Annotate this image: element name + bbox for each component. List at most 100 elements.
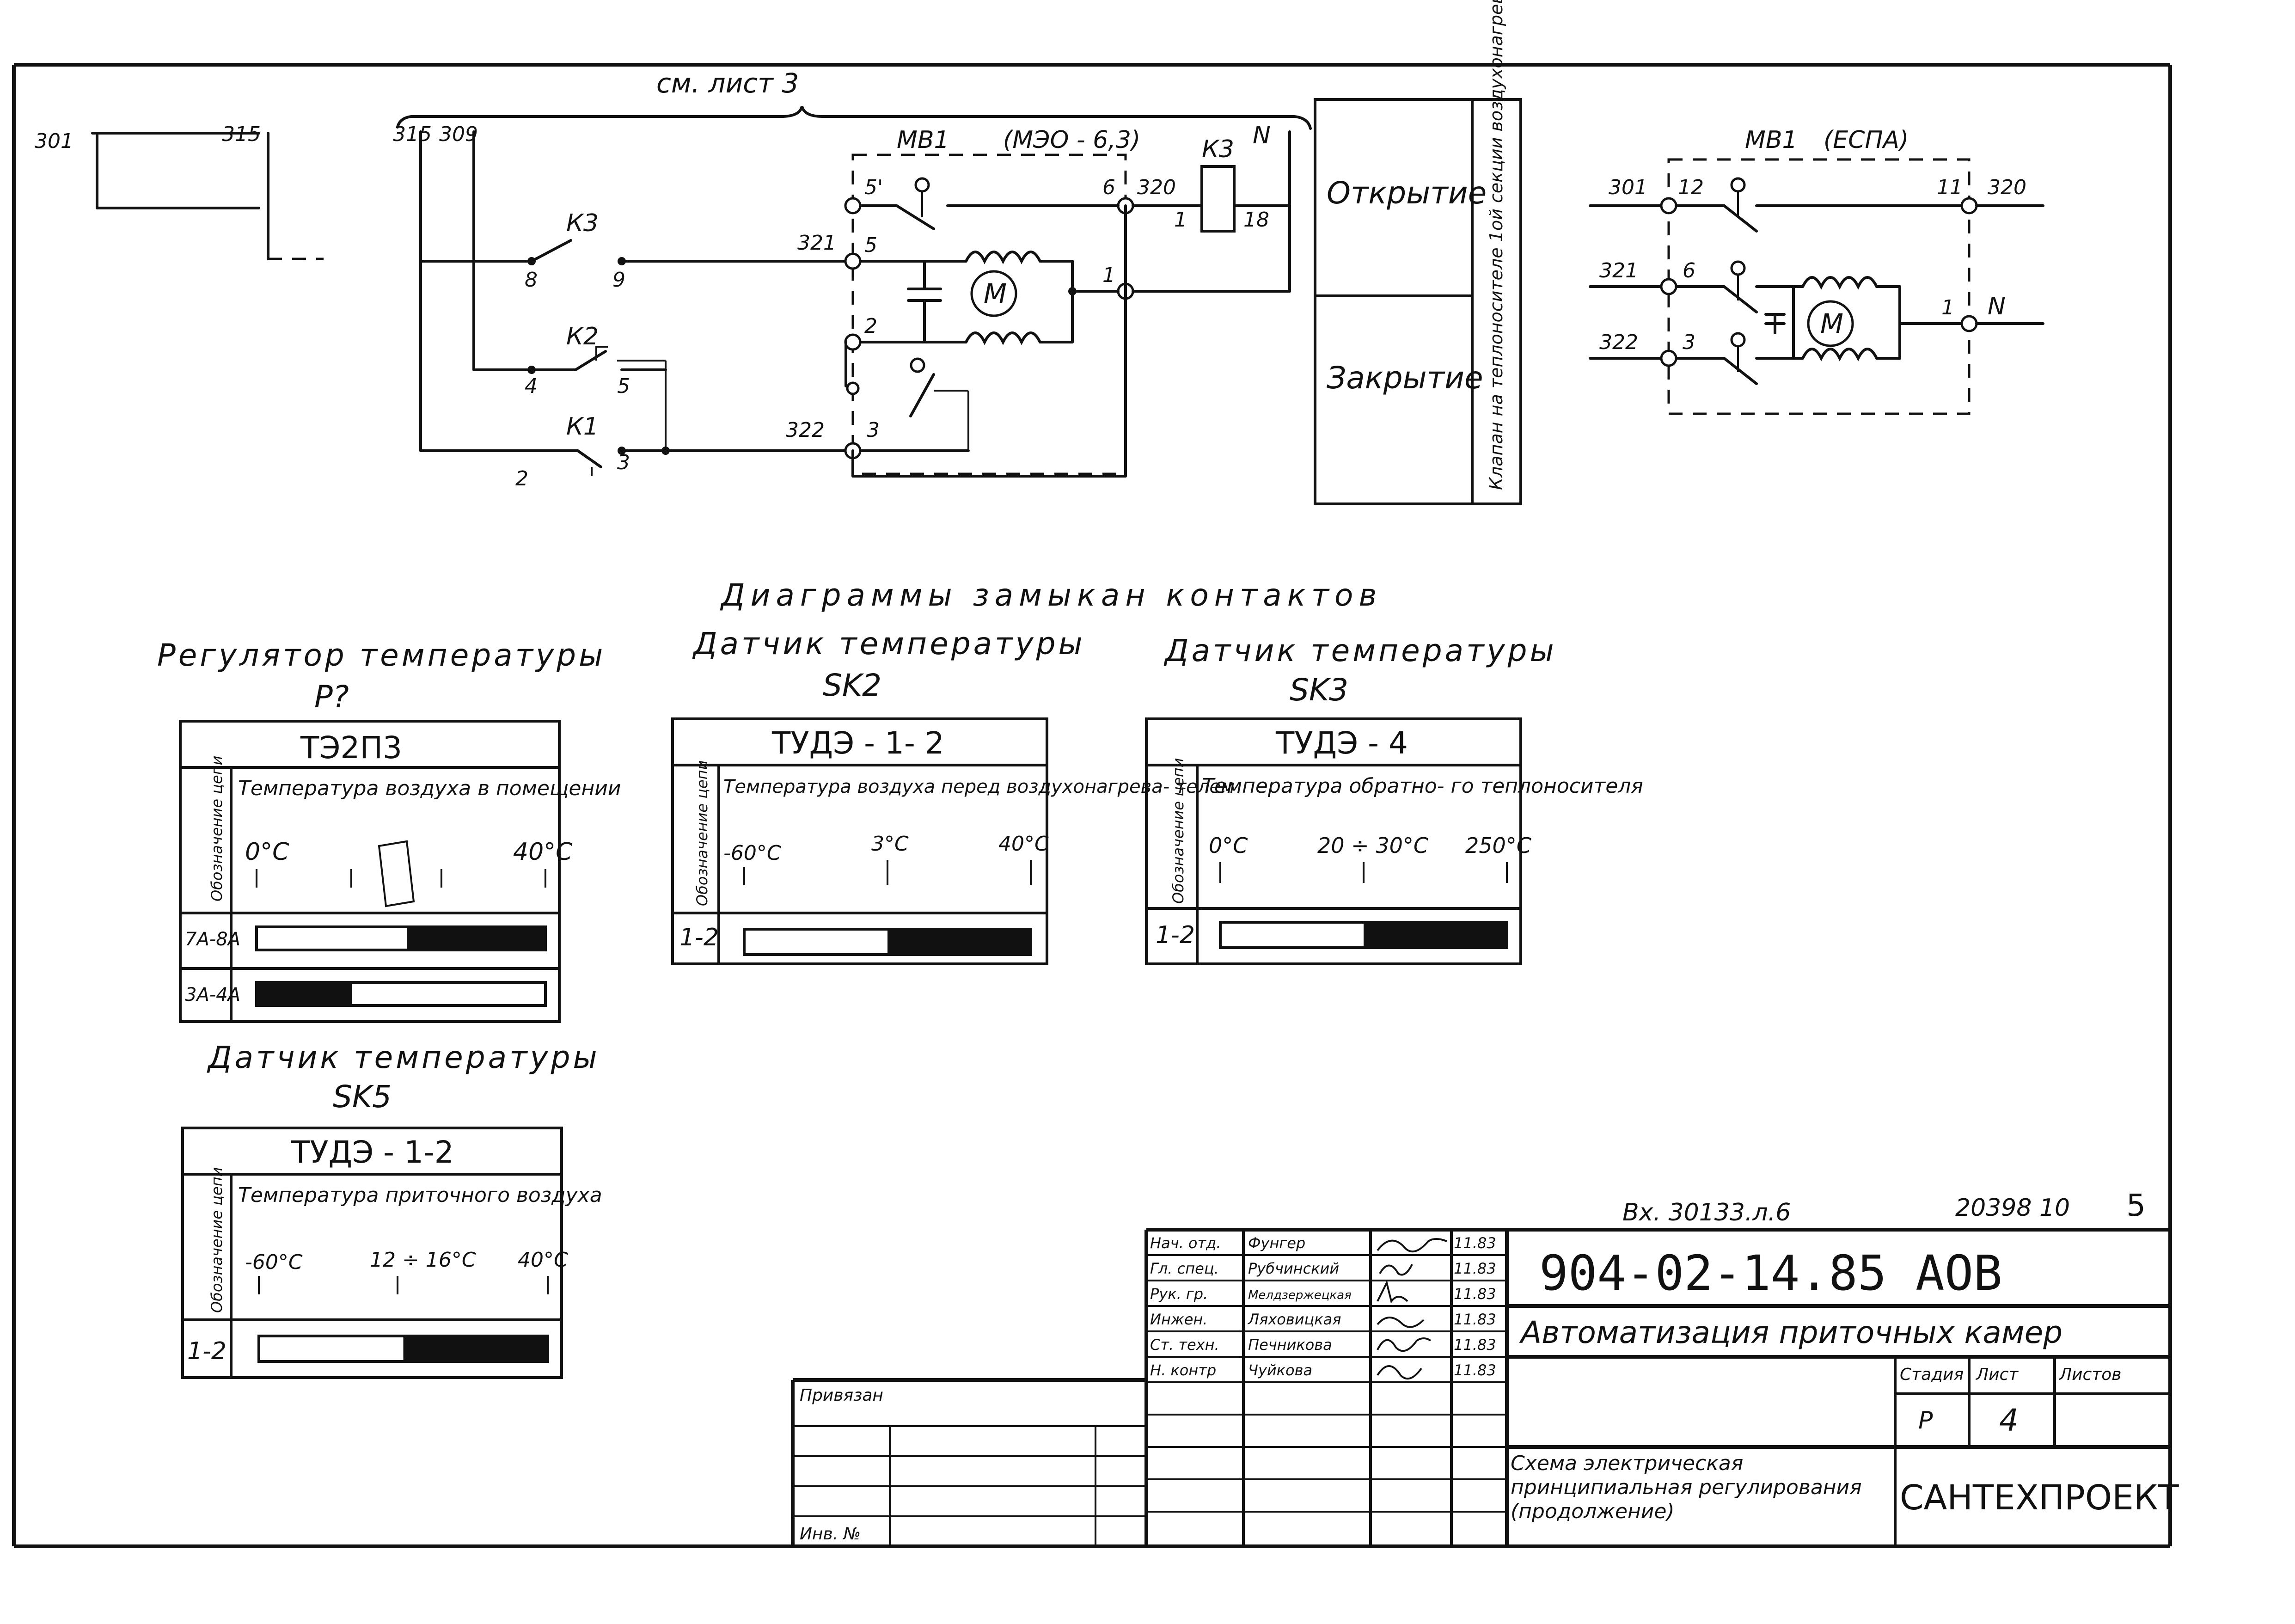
actuator-name-right: МВ1	[1745, 126, 1798, 154]
diagram-1-row-1-label: 7А-8А	[185, 929, 240, 950]
diagram-2-bars	[743, 928, 1032, 956]
diagram-2-scale-min: -60°С	[723, 841, 781, 865]
relay-k2-label: К2	[566, 323, 599, 350]
contact-2: 2	[515, 467, 528, 490]
diagram-4-parameter: Температура приточного воздуха	[238, 1183, 602, 1207]
right-contact-6: 6	[1683, 259, 1695, 282]
contact-diagram-regulator: Регулятор температуры Р? ТЭ2П3 Температу…	[157, 637, 621, 1023]
sig-role-4: Инжен.	[1150, 1311, 1207, 1328]
coil-terminal-1: 1	[1174, 208, 1187, 232]
coil-terminal-18: 18	[1243, 208, 1269, 232]
diagram-2-parameter: Температура воздуха перед воздухонагрева…	[723, 776, 1235, 797]
sheet-reference: см. лист 3	[656, 67, 799, 99]
function-close: Закрытие	[1327, 360, 1483, 396]
diagram-1-device: ТЭ2П3	[300, 730, 402, 766]
sig-name-2: Рубчинский	[1248, 1260, 1339, 1277]
right-contact-1: 1	[1941, 296, 1954, 319]
sheets-label: Листов	[2058, 1365, 2121, 1384]
diagram-1-scale-max: 40°С	[513, 838, 573, 866]
title-block: Вх. 30133.л.6 20398 10 5	[791, 1188, 2179, 1548]
function-open: Открытие	[1327, 175, 1487, 211]
sig-name-5: Печникова	[1248, 1336, 1332, 1354]
diagram-2-scale-max: 40°С	[998, 832, 1049, 856]
diagram-2-scale-mid: 3°С	[871, 832, 909, 856]
inventory-note: Вх. 30133.л.6	[1622, 1199, 1791, 1226]
stage-value: Р	[1918, 1407, 1933, 1434]
motor-left-label: M	[984, 278, 1007, 309]
right-wire-321: 321	[1599, 259, 1638, 282]
diagram-3-scale-mid: 20 ÷ 30°С	[1317, 833, 1428, 858]
diagram-1-subtitle: Р?	[314, 679, 349, 715]
wire-label-309: 309	[439, 123, 478, 146]
document-code: 904-02-14.85 АОВ	[1539, 1245, 2002, 1301]
terminal-2	[844, 333, 862, 351]
motor-left-icon	[970, 270, 1017, 317]
diagram-2-row-1-label: 1-2	[679, 924, 719, 951]
diagram-4-scale-mid: 12 ÷ 16°С	[370, 1248, 476, 1272]
terminal-3-label: 3	[867, 418, 880, 442]
sig-name-3: Мелдзержецкая	[1248, 1288, 1352, 1302]
diagram-3-scale-min: 0°С	[1209, 833, 1248, 858]
diagram-1-title: Регулятор температуры	[157, 637, 606, 673]
contact-3: 3	[617, 451, 630, 474]
sig-role-5: Ст. техн.	[1150, 1336, 1219, 1354]
terminal-6-label: 6	[1102, 176, 1115, 199]
wire-label-315-b: 315	[393, 123, 432, 146]
right-wire-322: 322	[1599, 331, 1638, 354]
contact-diagram-sk3: Датчик температуры SK3 ТУДЭ - 4 Температ…	[1145, 633, 1643, 965]
schematic-left: см. лист 3 301 315 315 309 К3 8 9 321 К2	[35, 67, 1312, 490]
bound-label: Привязан	[800, 1386, 883, 1405]
sig-date-3: 11.83	[1454, 1285, 1496, 1303]
right-contact-3: 3	[1683, 331, 1695, 354]
contact-closed-segment	[403, 1336, 548, 1361]
drawing-title: Схема электрическая принципиальная регул…	[1511, 1452, 1862, 1523]
diagram-3-device: ТУДЭ - 4	[1275, 725, 1408, 761]
diagram-3-title: Датчик температуры	[1163, 633, 1557, 668]
contact-closed-segment	[1364, 922, 1507, 948]
diagram-1-row-2-label: 3А-4А	[185, 984, 240, 1005]
diagram-1-bars	[255, 925, 547, 1007]
diagram-1-scale-min: 0°С	[245, 838, 289, 866]
archive-number: 20398 10	[1955, 1194, 2070, 1222]
sig-date-6: 11.83	[1454, 1361, 1496, 1379]
contact-8: 8	[525, 268, 538, 292]
terminal-5-prime	[844, 197, 862, 214]
diagram-3-scale-max: 250°С	[1465, 833, 1531, 858]
terminal-2-label: 2	[864, 314, 877, 338]
diagram-4-scale-min: -60°С	[245, 1250, 303, 1274]
terminal-5-prime-label: 5'	[864, 176, 883, 199]
neutral-label-right: N	[1988, 293, 2006, 320]
sig-role-6: Н. контр	[1150, 1361, 1216, 1379]
contact-diagram-sk5: Датчик температуры SK5 ТУДЭ - 1-2 Темпер…	[181, 1040, 602, 1379]
diagram-2-subtitle: SK2	[823, 668, 881, 703]
sig-date-5: 11.83	[1454, 1336, 1496, 1354]
diagram-2-col-label: Обозначение цепи	[693, 760, 711, 906]
diagram-3-col-label: Обозначение цепи	[1169, 758, 1187, 904]
sig-name-1: Фунгер	[1248, 1234, 1305, 1252]
wire-label-301-left: 301	[35, 129, 73, 153]
diagram-3-parameter: Температура обратно- го теплоносителя	[1202, 774, 1643, 798]
sig-role-1: Нач. отд.	[1150, 1234, 1221, 1252]
neutral-label-left: N	[1253, 122, 1271, 149]
relay-k3-contact-label: К3	[566, 209, 599, 237]
diagram-3-bars	[1219, 921, 1508, 949]
right-contact-12: 12	[1678, 176, 1704, 199]
wire-label-320: 320	[1137, 176, 1176, 199]
diagram-4-row-1-label: 1-2	[187, 1337, 226, 1365]
terminal-5	[844, 252, 862, 270]
sig-name-6: Чуйкова	[1248, 1361, 1312, 1379]
relay-k3-coil-label: К3	[1202, 135, 1234, 163]
right-wire-320: 320	[1988, 176, 2026, 199]
diagram-4-title: Датчик температуры	[207, 1040, 600, 1075]
stage-label: Стадия	[1900, 1365, 1964, 1384]
schematic-right: МВ1 (ЕСПА) 301 12 11 320 321 6 322 3	[1589, 126, 2044, 415]
diagram-4-bars	[257, 1335, 549, 1363]
contact-closed-segment	[407, 927, 545, 950]
sheet-corner-number: 5	[2126, 1188, 2146, 1223]
relay-k1-label: К1	[566, 413, 599, 441]
actuator-type-left: (МЭО - 6,3)	[1003, 126, 1140, 154]
diagram-4-device: ТУДЭ - 1-2	[291, 1134, 454, 1170]
diagram-3-row-1-label: 1-2	[1156, 921, 1195, 949]
contact-4: 4	[525, 374, 538, 398]
